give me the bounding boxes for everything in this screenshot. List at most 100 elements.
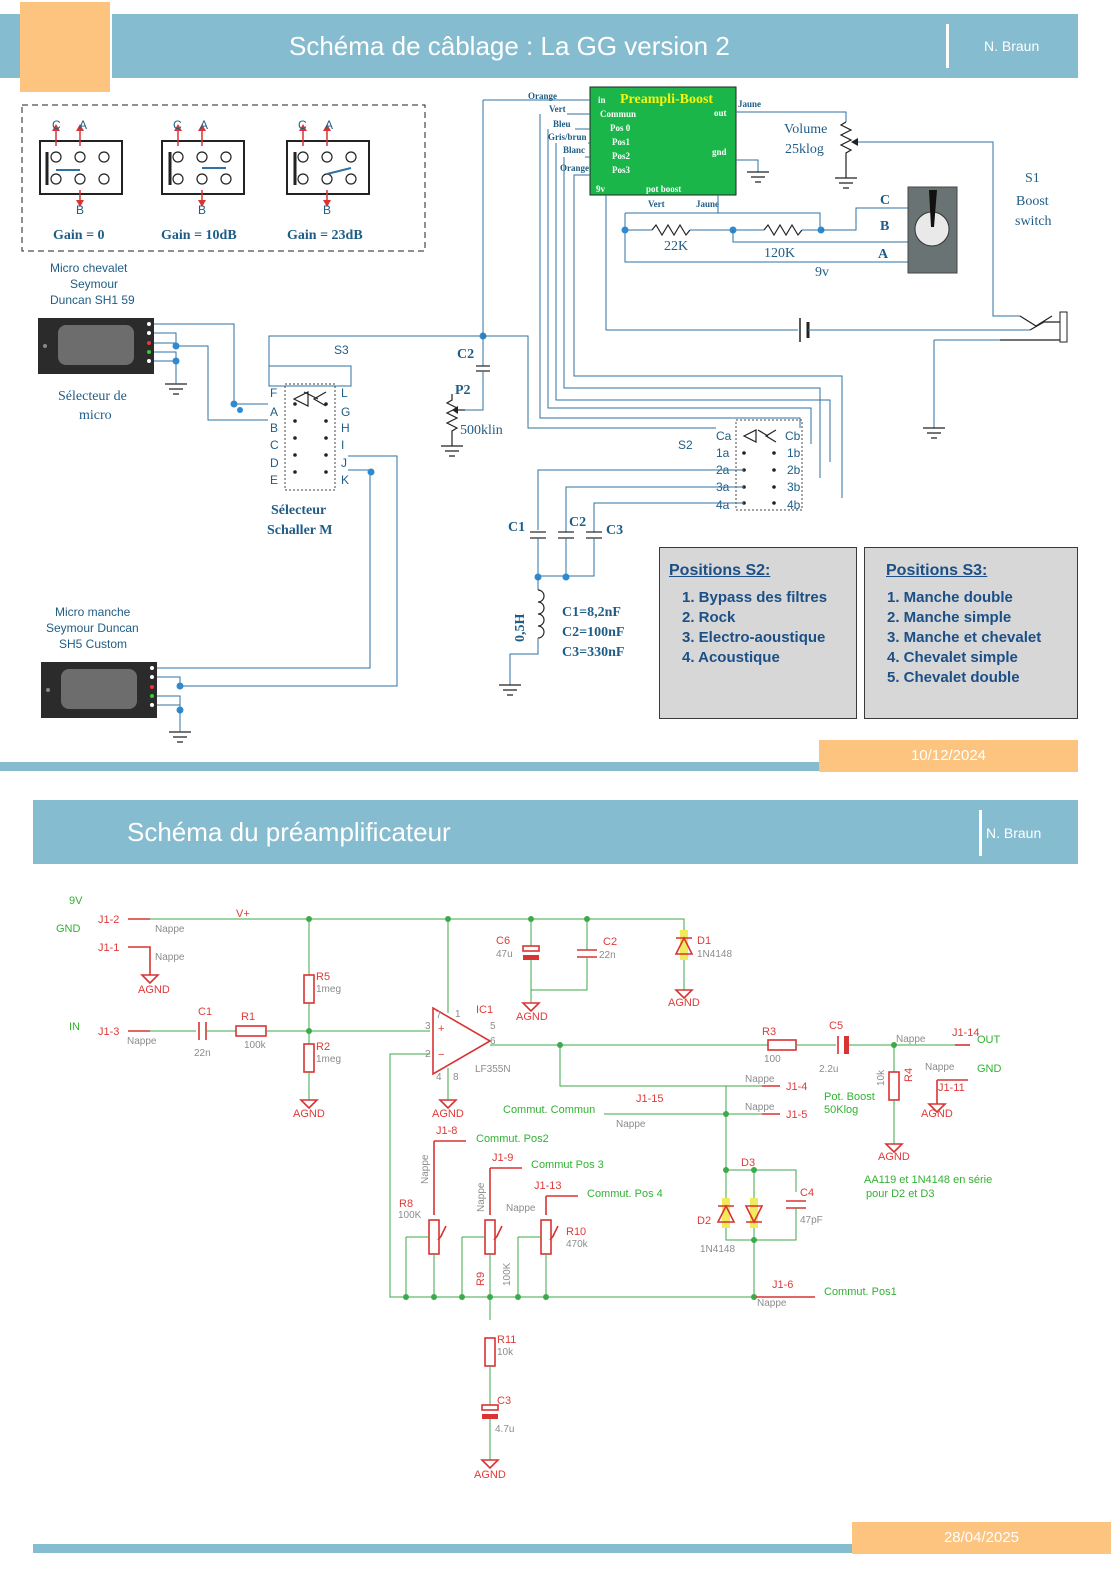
svg-text:1N4148: 1N4148 bbox=[697, 949, 732, 960]
svg-text:9V: 9V bbox=[69, 895, 83, 907]
svg-text:C2: C2 bbox=[569, 515, 586, 530]
svg-text:D2: D2 bbox=[697, 1215, 711, 1227]
inductor-label: 0,5H bbox=[513, 614, 528, 643]
gain-switch-23 bbox=[286, 124, 370, 207]
svg-text:J1-8: J1-8 bbox=[436, 1125, 457, 1137]
svg-text:Vert: Vert bbox=[648, 199, 665, 209]
neck-pickup-label-2: Seymour Duncan bbox=[46, 621, 139, 635]
svg-text:4: 4 bbox=[436, 1072, 442, 1083]
svg-text:in: in bbox=[598, 95, 606, 105]
svg-text:C5: C5 bbox=[829, 1020, 843, 1032]
svg-text:R8: R8 bbox=[399, 1198, 413, 1210]
svg-text:Nappe: Nappe bbox=[155, 952, 185, 963]
p2-value: 500klin bbox=[460, 423, 503, 438]
gain-switch-0 bbox=[39, 124, 123, 207]
footer-band-page1 bbox=[0, 762, 1078, 771]
svg-text:A: A bbox=[270, 405, 278, 419]
svg-text:J1-1: J1-1 bbox=[98, 942, 119, 954]
svg-text:22n: 22n bbox=[599, 950, 616, 961]
svg-text:Jaune: Jaune bbox=[738, 99, 761, 109]
svg-text:Nappe: Nappe bbox=[476, 1182, 487, 1212]
svg-text:AGND: AGND bbox=[668, 997, 700, 1009]
svg-text:J1-13: J1-13 bbox=[534, 1180, 562, 1192]
svg-text:AGND: AGND bbox=[921, 1108, 953, 1120]
header-orange-square bbox=[20, 2, 112, 94]
svg-text:J1-4: J1-4 bbox=[786, 1081, 807, 1093]
svg-text:10k: 10k bbox=[497, 1347, 514, 1358]
pin-a-1: A bbox=[79, 118, 87, 132]
svg-text:L: L bbox=[341, 386, 348, 400]
header-divider bbox=[946, 24, 949, 68]
s3-item: 2. Manche simple bbox=[887, 609, 1012, 626]
nine-v-label: 9v bbox=[815, 265, 829, 280]
svg-text:9v: 9v bbox=[596, 184, 606, 194]
svg-text:1b: 1b bbox=[787, 446, 801, 460]
bridge-pickup-label-3: Duncan SH1 59 bbox=[50, 293, 135, 307]
svg-text:R10: R10 bbox=[566, 1226, 586, 1238]
svg-text:C1=8,2nF: C1=8,2nF bbox=[562, 605, 621, 620]
selector-micro-label-2: micro bbox=[79, 408, 112, 423]
s3-item: 1. Manche double bbox=[887, 589, 1013, 606]
svg-text:Nappe: Nappe bbox=[757, 1298, 787, 1309]
svg-text:AGND: AGND bbox=[432, 1108, 464, 1120]
pin-c-3: C bbox=[298, 118, 307, 132]
svg-text:100k: 100k bbox=[244, 1040, 267, 1051]
svg-text:Pos3: Pos3 bbox=[612, 165, 631, 175]
svg-text:J1-9: J1-9 bbox=[492, 1152, 513, 1164]
svg-text:H: H bbox=[341, 421, 350, 435]
svg-text:C3=330nF: C3=330nF bbox=[562, 645, 624, 660]
svg-text:100: 100 bbox=[764, 1054, 781, 1065]
r120-label: 120K bbox=[764, 246, 795, 261]
svg-text:E: E bbox=[270, 473, 278, 487]
svg-text:G: G bbox=[341, 405, 350, 419]
s3-item: 5. Chevalet double bbox=[887, 669, 1020, 686]
svg-text:C2: C2 bbox=[603, 936, 617, 948]
svg-text:D: D bbox=[270, 456, 279, 470]
svg-text:C1: C1 bbox=[198, 1006, 212, 1018]
s3-left-pin-labels: F A B C D E bbox=[270, 386, 279, 487]
svg-text:C4: C4 bbox=[800, 1187, 814, 1199]
svg-text:OUT: OUT bbox=[977, 1034, 1001, 1046]
svg-text:Nappe: Nappe bbox=[925, 1062, 955, 1073]
page1-author: N. Braun bbox=[984, 38, 1040, 54]
svg-text:R2: R2 bbox=[316, 1041, 330, 1053]
svg-text:47pF: 47pF bbox=[800, 1215, 823, 1226]
page1-date: 10/12/2024 bbox=[819, 740, 1078, 772]
bridge-pickup-label-1: Micro chevalet bbox=[50, 261, 128, 275]
svg-text:1meg: 1meg bbox=[316, 1054, 341, 1065]
svg-text:K: K bbox=[341, 473, 349, 487]
svg-text:R9: R9 bbox=[475, 1272, 487, 1286]
svg-text:Pot. Boost: Pot. Boost bbox=[824, 1091, 875, 1103]
positions-s2-title: Positions S2: bbox=[669, 562, 771, 579]
neck-pickup-label-1: Micro manche bbox=[55, 605, 131, 619]
svg-text:Nappe: Nappe bbox=[155, 924, 185, 935]
preampli-board bbox=[589, 86, 737, 196]
svg-text:B: B bbox=[880, 219, 889, 234]
svg-text:IN: IN bbox=[69, 1021, 80, 1033]
pin-a-3: A bbox=[325, 118, 333, 132]
svg-text:22n: 22n bbox=[194, 1048, 211, 1059]
pin-c-2: C bbox=[173, 118, 182, 132]
svg-text:AGND: AGND bbox=[878, 1151, 910, 1163]
gain-switch-box bbox=[21, 104, 426, 252]
gain-label-10: Gain = 10dB bbox=[161, 228, 237, 243]
s2-item: 4. Acoustique bbox=[682, 649, 780, 666]
svg-text:4b: 4b bbox=[787, 498, 801, 512]
svg-text:Pos2: Pos2 bbox=[612, 151, 631, 161]
svg-text:J1-5: J1-5 bbox=[786, 1109, 807, 1121]
svg-text:B: B bbox=[270, 421, 278, 435]
svg-text:C2=100nF: C2=100nF bbox=[562, 625, 624, 640]
svg-text:Commut Pos 3: Commut Pos 3 bbox=[531, 1159, 604, 1171]
gain-label-0: Gain = 0 bbox=[53, 228, 105, 243]
header-band-page1 bbox=[0, 14, 1078, 78]
s3-item: 3. Manche et chevalet bbox=[887, 629, 1042, 646]
svg-text:1N4148: 1N4148 bbox=[700, 1244, 735, 1255]
svg-text:J1-2: J1-2 bbox=[98, 914, 119, 926]
svg-text:switch: switch bbox=[1015, 214, 1052, 229]
svg-text:Nappe: Nappe bbox=[127, 1036, 157, 1047]
neck-pickup bbox=[41, 662, 157, 718]
svg-text:−: − bbox=[438, 1049, 444, 1061]
svg-text:AGND: AGND bbox=[516, 1011, 548, 1023]
volume-label-2: 25klog bbox=[785, 142, 824, 157]
svg-text:Cb: Cb bbox=[785, 429, 801, 443]
